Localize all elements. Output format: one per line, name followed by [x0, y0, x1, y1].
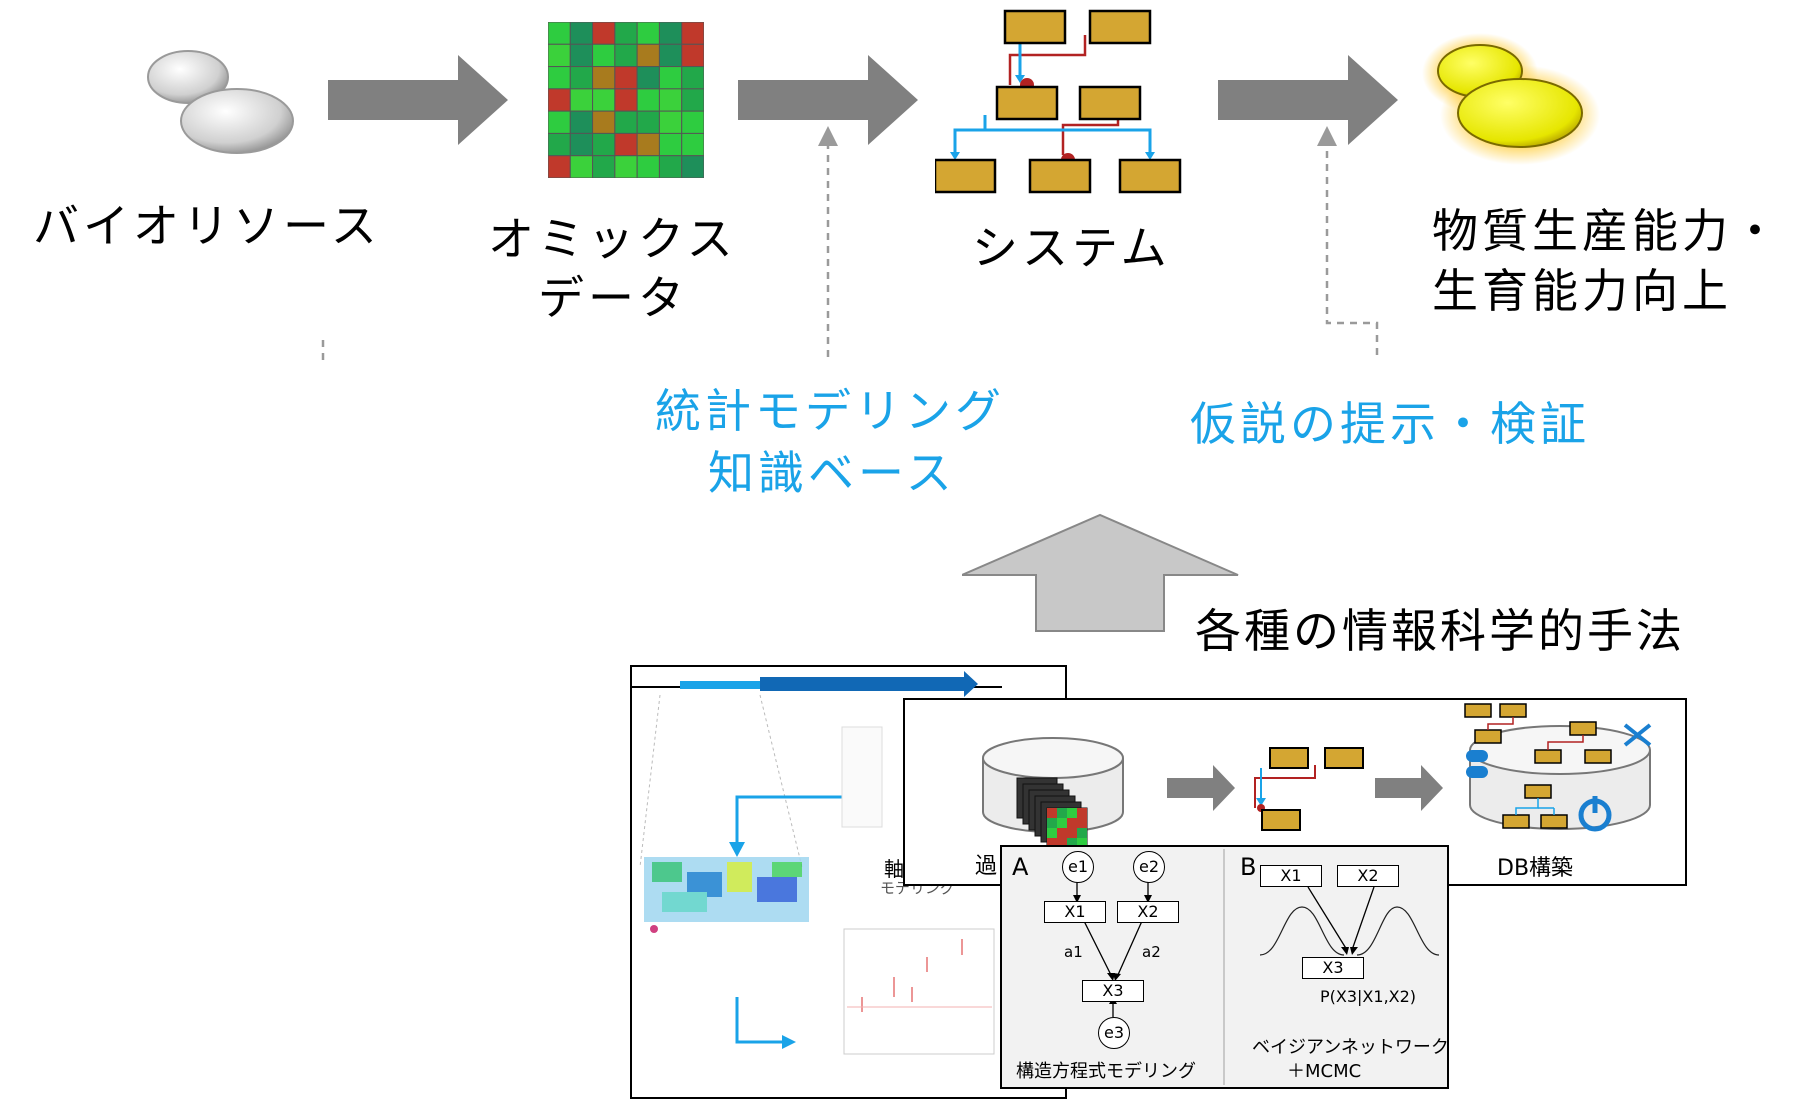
- hypothesis-label: 仮説の提示・検証: [1190, 397, 1590, 451]
- flow-arrow-1: [328, 55, 508, 145]
- mini-heatmap-cell: [1077, 808, 1087, 818]
- bn-caption-line1: ベイジアンネットワーク: [1252, 1037, 1449, 1058]
- sem-node-x2: X2: [1117, 901, 1179, 923]
- cell-icon: [147, 50, 294, 154]
- mini-heatmap-cell: [1077, 838, 1087, 848]
- mini-heatmap-cell: [1047, 828, 1057, 838]
- bn-node-x2: X2: [1337, 865, 1399, 887]
- methods-up-arrow: [962, 513, 1239, 632]
- mini-heatmap-cell: [1077, 828, 1087, 838]
- panel-letter-b: B: [1240, 853, 1257, 881]
- sem-node-e1: e1: [1062, 851, 1094, 883]
- mini-heatmap-cell: [1067, 838, 1077, 848]
- mini-heatmap-cell: [1047, 838, 1057, 848]
- methods-label: 各種の情報科学的手法: [1195, 604, 1685, 658]
- flow-arrow-2: [738, 55, 918, 145]
- mini-heatmap-cell: [1067, 828, 1077, 838]
- system-label: システム: [972, 221, 1171, 275]
- sem-edge-a2: a2: [1142, 943, 1161, 961]
- vertical-axis-fragment: 軸: [884, 857, 904, 881]
- output-label-line2: 生育能力向上: [1432, 264, 1732, 318]
- flow-arrow-3: [1218, 55, 1398, 145]
- modeling-methods-panel: A B e1 e2 X1 X2 a1 a2 X3 e3 構造方程式モデリング X…: [1000, 845, 1449, 1089]
- omics-label-line1: オミックス: [488, 212, 737, 266]
- plots-panel-graphics: [632, 671, 1002, 1055]
- stat-modeling-label: 統計モデリング: [655, 384, 1005, 438]
- omics-heatmap: [548, 22, 704, 178]
- past-label-fragment: 過: [975, 854, 998, 879]
- knowledge-base-label: 知識ベース: [708, 446, 956, 500]
- sem-node-e2: e2: [1133, 851, 1165, 883]
- bn-node-x3: X3: [1302, 957, 1364, 979]
- omics-label-line2: データ: [538, 271, 688, 325]
- bioresource-label: バイオリソース: [33, 199, 381, 253]
- mini-heatmap-cell: [1077, 818, 1087, 828]
- bn-formula: P(X3|X1,X2): [1320, 987, 1417, 1006]
- db-construction-label: DB構築: [1497, 856, 1574, 881]
- mini-heatmap-cell: [1047, 808, 1057, 818]
- sem-edge-a1: a1: [1064, 943, 1083, 961]
- sem-caption: 構造方程式モデリング: [1016, 1061, 1196, 1082]
- sem-node-x3: X3: [1082, 980, 1144, 1002]
- mini-heatmap-cell: [1067, 818, 1077, 828]
- mini-heatmap-cell: [1067, 808, 1077, 818]
- modeling-panel-graphics: [1073, 849, 1440, 1085]
- improved-cell-icon: [1422, 33, 1600, 165]
- system-network-icon: [935, 9, 1182, 194]
- sem-node-e3: e3: [1098, 1017, 1130, 1049]
- dashed-connectors: [321, 126, 1379, 362]
- mini-heatmap-cell: [1057, 818, 1067, 828]
- panel-letter-a: A: [1012, 853, 1029, 881]
- mini-heatmap-cell: [1047, 818, 1057, 828]
- mini-heatmap-cell: [1057, 808, 1067, 818]
- sem-node-x1: X1: [1044, 901, 1106, 923]
- bn-node-x1: X1: [1260, 865, 1322, 887]
- bn-caption-line2: ＋MCMC: [1287, 1061, 1362, 1082]
- mini-heatmap-cell: [1057, 838, 1067, 848]
- mini-heatmap-cell: [1057, 828, 1067, 838]
- db-panel-graphics: [982, 703, 1652, 849]
- output-label-line1: 物質生産能力・: [1432, 204, 1782, 258]
